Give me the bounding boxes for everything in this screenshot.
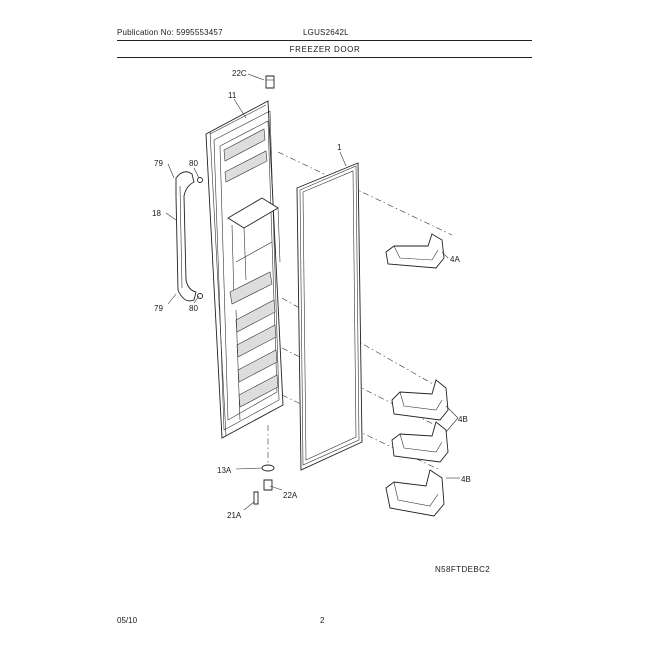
callout-18: 18 — [152, 209, 161, 218]
callout-79-bottom: 79 — [154, 304, 163, 313]
callout-21a: 21A — [227, 511, 242, 520]
callout-4b-upper: 4B — [458, 415, 468, 424]
door-bin-4a — [385, 233, 445, 269]
callout-80-bottom: 80 — [189, 304, 198, 313]
callout-4b-lower: 4B — [461, 475, 471, 484]
header-rule-top — [117, 40, 532, 41]
callout-22c: 22C — [232, 69, 247, 78]
callout-22a: 22A — [283, 491, 298, 500]
callout-80-top: 80 — [189, 159, 198, 168]
footer-date: 05/10 — [117, 616, 138, 625]
callout-11: 11 — [228, 91, 237, 100]
figure-code: N58FTDEBC2 — [435, 565, 491, 574]
door-bin-4b-upper — [391, 379, 449, 421]
door-handle — [175, 171, 203, 302]
door-bin-4b-lower — [385, 469, 445, 517]
cap-22c — [265, 75, 275, 89]
callout-labels: 22C 11 1 79 80 18 79 80 4A 4B 4B 13A 22A… — [152, 69, 471, 520]
door-bin-4b-middle — [391, 421, 449, 463]
door-liner — [205, 100, 284, 439]
page-number: 2 — [320, 616, 325, 625]
model-number: LGUS2642L — [303, 28, 349, 37]
section-title: FREEZER DOOR — [289, 45, 361, 54]
publication-number: Publication No: 5995553457 — [117, 28, 223, 37]
callout-4a: 4A — [450, 255, 460, 264]
callout-1: 1 — [337, 143, 342, 152]
header-rule-bottom — [117, 57, 532, 58]
hinge-parts — [253, 464, 275, 505]
door-gasket — [296, 162, 363, 471]
callout-13a: 13A — [217, 466, 232, 475]
callout-79-top: 79 — [154, 159, 163, 168]
leader-lines — [165, 73, 460, 511]
